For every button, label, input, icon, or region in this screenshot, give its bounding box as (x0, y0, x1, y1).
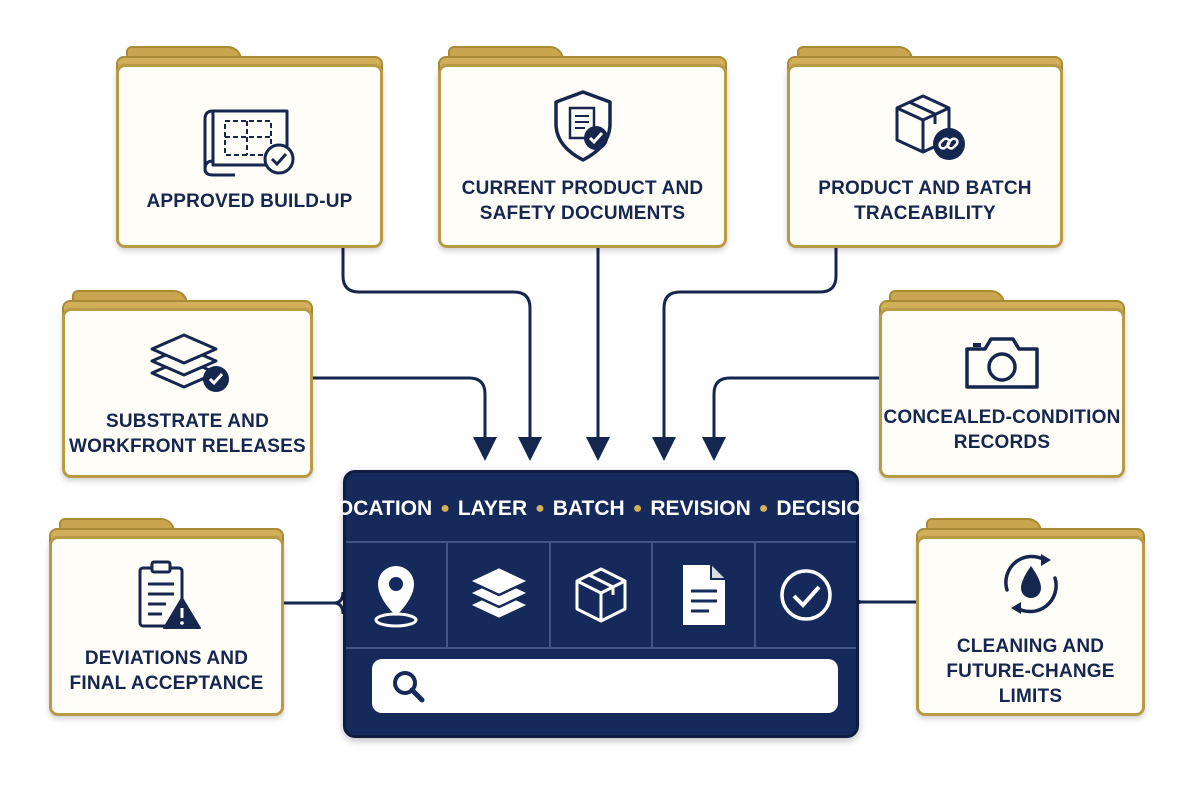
folder-concealed-records[interactable]: CONCEALED-CONDITION RECORDS (879, 290, 1125, 478)
connector-substrate-releases (313, 376, 497, 461)
folder-deviations[interactable]: DEVIATIONS AND FINAL ACCEPTANCE (49, 518, 284, 716)
folder-label: CURRENT PRODUCT AND SAFETY DOCUMENTS (461, 178, 704, 224)
folder-card: CONCEALED-CONDITION RECORDS (879, 308, 1125, 478)
filter-decision[interactable] (756, 543, 856, 647)
folder-label: DEVIATIONS AND FINAL ACCEPTANCE (69, 648, 264, 694)
filter-batch[interactable] (551, 543, 654, 647)
check-circle-icon (780, 569, 832, 621)
folder-label: CLEANING AND FUTURE-CHANGE LIMITS (946, 635, 1115, 707)
folder-label: PRODUCT AND BATCH TRACEABILITY (818, 178, 1032, 224)
filter-location[interactable] (346, 543, 449, 647)
filter-revision[interactable] (653, 543, 756, 647)
filter-layer[interactable] (448, 543, 551, 647)
box-icon (575, 567, 627, 623)
folder-substrate-releases[interactable]: SUBSTRATE AND WORKFRONT RELEASES (62, 290, 313, 478)
folder-cleaning-limits[interactable]: CLEANING AND FUTURE-CHANGE LIMITS (916, 518, 1145, 716)
document-icon (683, 565, 726, 625)
field-layer: LAYER (457, 497, 528, 520)
folder-label: CONCEALED-CONDITION RECORDS (883, 407, 1121, 453)
field-batch: BATCH (552, 497, 625, 520)
record-index-panel: LOCATION ● LAYER ● BATCH ● REVISION ● DE… (324, 470, 878, 738)
location-pin-icon (374, 566, 418, 628)
icon-row-divider (346, 647, 856, 649)
camera-icon (965, 337, 1039, 389)
layers-icon (467, 565, 530, 621)
index-fields-header: LOCATION ● LAYER ● BATCH ● REVISION ● DE… (324, 497, 878, 521)
folder-card: PRODUCT AND BATCH TRACEABILITY (787, 64, 1063, 248)
separator-dot: ● (535, 500, 545, 517)
folder-card: DEVIATIONS AND FINAL ACCEPTANCE (49, 536, 284, 716)
folder-card: CLEANING AND FUTURE-CHANGE LIMITS (916, 536, 1145, 716)
shield-document-icon (553, 90, 612, 162)
clipboard-warning-icon (138, 560, 201, 629)
box-link-icon (895, 94, 965, 160)
folder-card: APPROVED BUILD-UP (116, 64, 383, 248)
connector-approved-buildup (341, 246, 542, 461)
field-revision: REVISION (650, 497, 751, 520)
folder-approved-buildup[interactable]: APPROVED BUILD-UP (116, 46, 383, 248)
separator-dot: ● (440, 500, 450, 517)
connector-concealed-records (702, 376, 880, 461)
folder-label: APPROVED BUILD-UP (146, 190, 353, 212)
folder-product-safety[interactable]: CURRENT PRODUCT AND SAFETY DOCUMENTS (438, 46, 727, 248)
search-input[interactable] (436, 665, 838, 707)
index-icon-row (346, 543, 856, 647)
connector-deviations (284, 591, 345, 615)
separator-dot: ● (758, 500, 769, 517)
connector-cleaning-limits (851, 590, 916, 614)
layers-check-icon (150, 333, 229, 392)
folder-label: SUBSTRATE AND WORKFRONT RELEASES (69, 411, 306, 457)
search-bar[interactable] (372, 659, 838, 713)
search-icon (393, 671, 425, 703)
connector-batch-traceability (652, 246, 838, 461)
water-cycle-icon (1003, 553, 1058, 614)
folder-batch-traceability[interactable]: PRODUCT AND BATCH TRACEABILITY (787, 46, 1063, 248)
header-divider (346, 541, 856, 543)
separator-dot: ● (632, 500, 643, 517)
folder-card: SUBSTRATE AND WORKFRONT RELEASES (62, 308, 313, 478)
folder-card: CURRENT PRODUCT AND SAFETY DOCUMENTS (438, 64, 727, 248)
field-location: LOCATION (324, 497, 433, 520)
field-decision: DECISION (776, 497, 878, 520)
blueprint-check-icon (203, 109, 294, 176)
